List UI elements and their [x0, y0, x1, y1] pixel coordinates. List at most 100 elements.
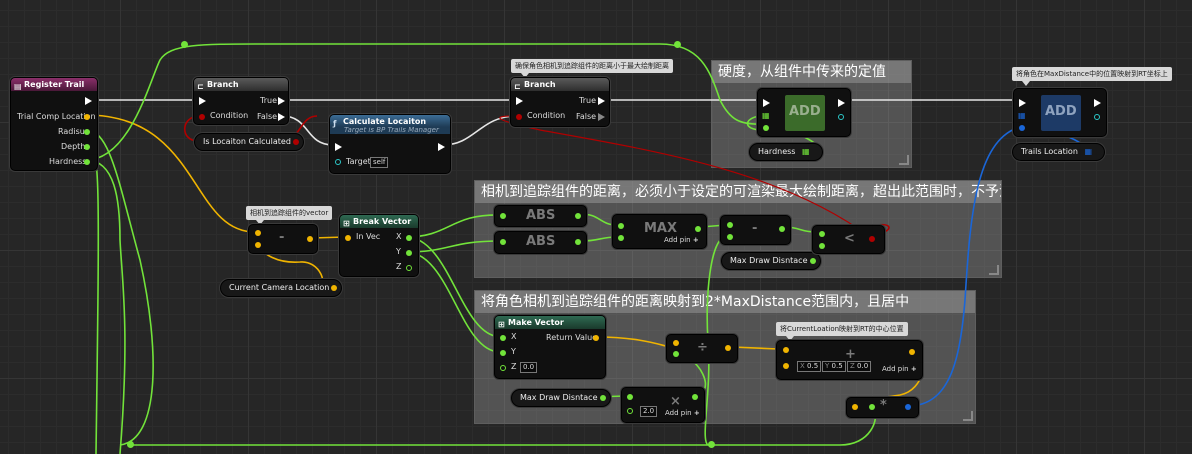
add-center-node[interactable]: + X 0.5 Y 0.5 Z 0.0 Add pin + — [776, 340, 923, 380]
vector-in-pin[interactable] — [255, 230, 261, 236]
vector-in-pin[interactable] — [255, 242, 261, 248]
float-out-pin-x[interactable] — [406, 235, 412, 241]
array-out-pin[interactable]: ▦ — [1084, 147, 1093, 156]
less-than-node[interactable]: < — [812, 225, 885, 254]
reroute-knot[interactable] — [674, 41, 681, 48]
register-trail-node[interactable]: ▤ Register Trail Trial Comp Location Rad… — [10, 77, 98, 171]
max-draw-distance-node-1[interactable]: Max Draw Disntace — [721, 252, 821, 270]
calculate-location-node[interactable]: ƒ Calculate Locaiton Target is BP Trails… — [329, 114, 451, 174]
vector-in-pin[interactable] — [783, 347, 789, 353]
subtract-vector-node[interactable]: - — [248, 224, 318, 254]
x-value-field[interactable]: X 0.5 — [797, 361, 822, 372]
comment-title-distance[interactable]: 相机到追踪组件的距离，必须小于设定的可渲染最大绘制距离，超出此范围时，不予渲染 — [475, 181, 1001, 203]
float-out-pin[interactable] — [84, 144, 90, 150]
rt-comment-bubble[interactable]: 将角色在MaxDistance中的位置映射到RT坐标上 — [1012, 67, 1172, 86]
is-location-calculated-node[interactable]: Is Locaiton Calculated — [194, 133, 304, 151]
exec-in-pin[interactable] — [1019, 99, 1026, 107]
float-in-pin[interactable] — [727, 222, 733, 228]
vector-out-pin[interactable] — [725, 345, 731, 351]
float-out-pin-z[interactable] — [406, 265, 412, 271]
vector-comment-bubble[interactable]: 相机到追踪组件的vector — [246, 206, 333, 225]
exec-true-pin[interactable] — [278, 97, 285, 105]
int-out-pin[interactable] — [838, 114, 844, 120]
add-pin-button[interactable]: Add pin + — [665, 409, 700, 417]
target-value[interactable]: self — [370, 157, 389, 168]
array-in-pin[interactable]: ▦ — [762, 111, 770, 120]
float-in-pin[interactable] — [727, 234, 733, 240]
multiply-vector-node[interactable]: * — [846, 397, 919, 418]
exec-out-pin[interactable] — [838, 99, 845, 107]
add-trails-node[interactable]: ADD ▦ — [1013, 88, 1107, 137]
reroute-knot[interactable] — [708, 441, 715, 448]
float-out-pin[interactable] — [84, 129, 90, 135]
exec-in-pin[interactable] — [763, 99, 770, 107]
float-in-pin[interactable] — [673, 351, 679, 357]
exec-in-pin[interactable] — [335, 143, 342, 151]
add-pin-button[interactable]: Add pin + — [664, 236, 699, 244]
branch2-comment-bubble[interactable]: 确保角色相机到追踪组件的距离小于最大绘制距离 — [511, 59, 673, 78]
exec-out-pin[interactable] — [1094, 99, 1101, 107]
comment-resize-handle[interactable] — [989, 265, 999, 275]
reroute-knot[interactable] — [127, 441, 134, 448]
comment-resize-handle[interactable] — [899, 155, 909, 165]
comment-title-hardness[interactable]: 硬度，从组件中传来的定值 — [712, 61, 911, 83]
struct-out-pin[interactable] — [905, 404, 911, 410]
add-pin-button[interactable]: Add pin + — [882, 365, 917, 373]
exec-false-pin[interactable] — [598, 113, 605, 121]
bool-in-pin[interactable] — [516, 114, 522, 120]
float-in-pin[interactable] — [618, 235, 624, 241]
array-out-pin[interactable]: ▦ — [802, 147, 810, 156]
break-vector-node[interactable]: ⊞ Break Vector In Vec X Y Z — [339, 214, 419, 277]
float-in-pin[interactable] — [819, 231, 825, 237]
vector-in-pin[interactable] — [673, 340, 679, 346]
subtract-float-node[interactable]: - — [720, 215, 791, 245]
branch-node-1[interactable]: ⊏ Branch Condition True False — [193, 77, 289, 125]
array-in-pin[interactable]: ▦ — [1018, 111, 1026, 120]
y-value-field[interactable]: Y 0.5 — [822, 361, 846, 372]
z-value-field[interactable]: Z 0.0 — [847, 361, 872, 372]
float-in-pin[interactable] — [500, 239, 506, 245]
struct-in-pin[interactable] — [1019, 125, 1025, 131]
float-in-pin[interactable] — [627, 408, 633, 414]
multiply-value-field[interactable]: 2.0 — [640, 406, 658, 417]
vector-in-pin[interactable] — [345, 235, 351, 241]
float-out-pin[interactable] — [809, 258, 816, 264]
float-out-pin[interactable] — [779, 226, 785, 232]
float-in-pin-z[interactable] — [500, 365, 506, 371]
float-out-pin[interactable] — [692, 394, 698, 400]
bool-in-pin[interactable] — [199, 114, 205, 120]
float-out-pin[interactable] — [575, 213, 581, 219]
float-out-pin[interactable] — [599, 395, 606, 401]
trails-location-variable-node[interactable]: Trails Location ▦ — [1012, 143, 1106, 161]
reroute-knot[interactable] — [181, 41, 188, 48]
exec-out-pin[interactable] — [438, 143, 445, 151]
vector-in-pin[interactable] — [783, 363, 789, 369]
vector-out-pin[interactable] — [593, 335, 599, 341]
bool-out-pin[interactable] — [292, 139, 299, 145]
make-vector-node[interactable]: ⊞ Make Vector X Y Z 0.0 Return Value — [494, 315, 606, 379]
abs-node-1[interactable]: ABS — [494, 205, 587, 227]
hardness-variable-node[interactable]: Hardness ▦ — [749, 143, 823, 161]
exec-out-pin[interactable] — [85, 97, 92, 105]
multiply-node[interactable]: 2.0 × Add pin + — [621, 387, 705, 423]
comment-resize-handle[interactable] — [963, 411, 973, 421]
float-in-pin[interactable] — [819, 243, 825, 249]
float-in-pin[interactable] — [627, 394, 633, 400]
float-in-pin-x[interactable] — [500, 335, 506, 341]
divide-node[interactable]: ÷ — [666, 334, 738, 363]
exec-in-pin[interactable] — [199, 97, 206, 105]
current-camera-location-node[interactable]: Current Camera Location — [220, 279, 343, 297]
int-out-pin[interactable] — [1094, 114, 1100, 120]
float-in-pin[interactable] — [869, 404, 875, 410]
abs-node-2[interactable]: ABS — [494, 231, 587, 254]
bool-out-pin[interactable] — [869, 236, 875, 242]
center-comment-bubble[interactable]: 将CurrentLoation映射到RT的中心位置 — [776, 322, 908, 341]
branch-node-2[interactable]: ⊏ Branch Condition True False — [510, 77, 610, 127]
exec-true-pin[interactable] — [598, 97, 605, 105]
vector-out-pin[interactable] — [84, 114, 90, 120]
vector-out-pin[interactable] — [307, 236, 313, 242]
object-in-pin[interactable] — [335, 159, 341, 165]
float-in-pin-y[interactable] — [500, 350, 506, 356]
max-node[interactable]: MAX Add pin + — [612, 214, 707, 249]
float-in-pin[interactable] — [618, 223, 624, 229]
